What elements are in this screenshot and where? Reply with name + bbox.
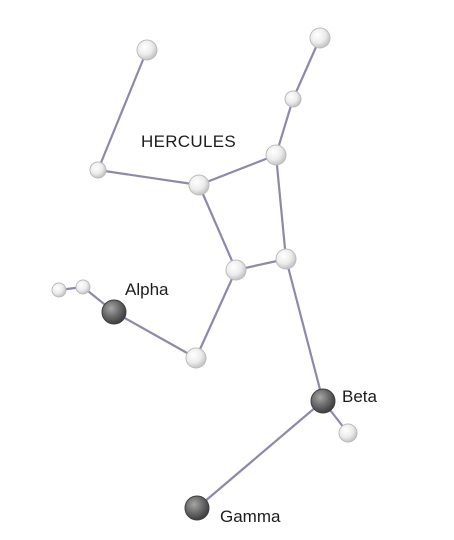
star-left-knee	[89, 161, 107, 179]
star-lower-left	[185, 347, 207, 369]
constellation-lines	[57, 36, 350, 510]
line-body-left-top-to-body-right-top	[197, 153, 278, 187]
star-body-right-top	[265, 144, 287, 166]
alpha-label: Alpha	[125, 280, 169, 299]
constellation-labels: HERCULES Alpha Beta Gamma	[125, 132, 378, 526]
star-small-b	[75, 279, 91, 295]
line-beta-to-gamma	[195, 399, 325, 510]
line-body-right-bottom-to-beta	[284, 257, 325, 403]
star-body-left-top	[188, 174, 210, 196]
line-lower-left-to-alpha	[112, 310, 198, 360]
gamma-label: Gamma	[220, 507, 281, 526]
star-alpha	[101, 299, 127, 325]
star-body-right-bottom	[275, 248, 297, 270]
star-lower-right	[338, 423, 358, 443]
line-left-knee-to-body-left-top	[96, 168, 201, 187]
constellation-title: HERCULES	[141, 132, 236, 151]
line-body-left-bottom-to-lower-left	[194, 268, 238, 360]
star-upper-right	[284, 90, 302, 108]
star-gamma	[184, 495, 210, 521]
star-top-right	[309, 27, 331, 49]
star-body-left-bottom	[225, 259, 247, 281]
star-beta	[310, 388, 336, 414]
beta-label: Beta	[342, 387, 378, 406]
line-body-left-top-to-body-left-bottom	[197, 183, 238, 272]
constellation-stars	[51, 27, 358, 521]
line-body-right-top-to-body-right-bottom	[274, 153, 288, 261]
line-upper-right-to-top-right	[291, 36, 322, 101]
star-small-a	[51, 282, 67, 298]
line-top-left-to-left-knee	[96, 48, 149, 172]
star-top-left	[136, 39, 158, 61]
